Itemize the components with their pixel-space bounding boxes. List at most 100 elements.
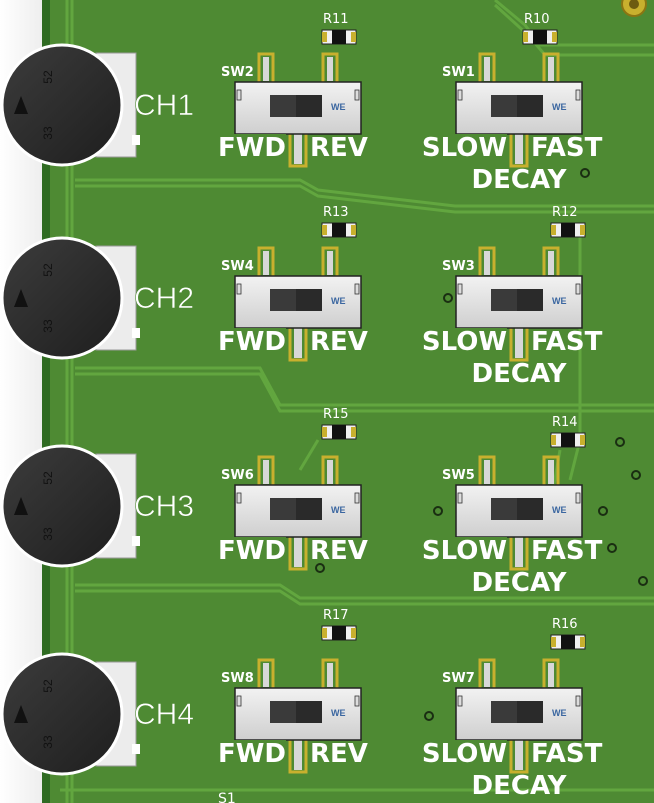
switch-slider[interactable] bbox=[296, 701, 322, 723]
manufacturer-logo: WE bbox=[331, 296, 346, 306]
switch-slider[interactable] bbox=[517, 701, 543, 723]
resistor-label: R14 bbox=[552, 415, 578, 430]
switch-ref-label: SW4 bbox=[221, 259, 254, 274]
switch-pin-lead bbox=[294, 537, 302, 567]
resistor-pad bbox=[351, 225, 356, 235]
switch-ref-label: SW7 bbox=[442, 671, 475, 686]
switch-right-label: REV bbox=[310, 133, 368, 163]
label-bg bbox=[415, 537, 507, 565]
knob-mark-bottom: 33 bbox=[41, 319, 55, 333]
switch-tab bbox=[354, 89, 360, 101]
switch-ref-label: SW3 bbox=[442, 259, 475, 274]
switch-pin-lead bbox=[548, 460, 554, 484]
switch-pin-lead bbox=[263, 460, 269, 484]
knob-mark-top: 52 bbox=[41, 70, 55, 84]
decay-caption: DECAY bbox=[472, 359, 568, 389]
switch-left-label: FWD bbox=[218, 327, 286, 357]
switch-right-label: FAST bbox=[531, 536, 603, 566]
resistor-pad bbox=[552, 32, 557, 42]
switch-pin-lead bbox=[515, 328, 523, 358]
vias bbox=[315, 168, 648, 721]
switch-tab bbox=[236, 89, 242, 101]
housing-tab bbox=[132, 536, 140, 546]
switch-left-label: SLOW bbox=[422, 536, 507, 566]
footer-ref: S1 bbox=[218, 791, 236, 803]
knob-mark-bottom: 33 bbox=[41, 126, 55, 140]
resistor-pad bbox=[351, 628, 356, 638]
copper-traces bbox=[60, 0, 654, 803]
switch-slider[interactable] bbox=[517, 498, 543, 520]
switch-slider[interactable] bbox=[296, 95, 322, 117]
knob-mark-bottom: 33 bbox=[41, 527, 55, 541]
rotary-knob[interactable] bbox=[0, 652, 124, 776]
knob-arrow-icon bbox=[14, 96, 28, 114]
channel-label: CH1 bbox=[134, 89, 194, 122]
resistor-body bbox=[332, 626, 346, 640]
housing-tab bbox=[132, 744, 140, 754]
switch-slider[interactable] bbox=[296, 289, 322, 311]
label-bg bbox=[212, 328, 286, 356]
switch-slider[interactable] bbox=[517, 95, 543, 117]
switch-pin-lead bbox=[484, 251, 490, 275]
switch-pin-lead bbox=[548, 57, 554, 81]
switch-right-label: FAST bbox=[531, 739, 603, 769]
knob-mark-top: 52 bbox=[41, 471, 55, 485]
label-bg bbox=[415, 328, 507, 356]
resistor-label: R16 bbox=[552, 617, 578, 632]
switch-tab bbox=[236, 283, 242, 295]
switch-pin-lead bbox=[515, 740, 523, 770]
resistor-label: R11 bbox=[323, 12, 349, 27]
switch-slider[interactable] bbox=[296, 498, 322, 520]
resistor-pad bbox=[551, 637, 556, 647]
switch-slider[interactable] bbox=[517, 289, 543, 311]
manufacturer-logo: WE bbox=[331, 505, 346, 515]
switch-tab bbox=[457, 283, 463, 295]
knob-arrow-icon bbox=[14, 289, 28, 307]
resistor-body bbox=[561, 223, 575, 237]
mounting-hole bbox=[629, 0, 639, 9]
switch-tab bbox=[354, 492, 360, 504]
switch-right-label: FAST bbox=[531, 133, 603, 163]
knob-mark-top: 52 bbox=[41, 679, 55, 693]
manufacturer-logo: WE bbox=[552, 708, 567, 718]
switch-tab bbox=[236, 695, 242, 707]
rotary-knob[interactable] bbox=[0, 236, 124, 360]
manufacturer-logo: WE bbox=[552, 102, 567, 112]
switch-right-label: REV bbox=[310, 739, 368, 769]
resistor-body bbox=[561, 635, 575, 649]
decay-caption: DECAY bbox=[472, 771, 568, 801]
resistor-pad bbox=[322, 628, 327, 638]
switch-ref-label: SW6 bbox=[221, 468, 254, 483]
knob-arrow-icon bbox=[14, 497, 28, 515]
switch-pin-lead bbox=[263, 663, 269, 687]
pcb-edge bbox=[42, 0, 50, 803]
switch-tab bbox=[354, 283, 360, 295]
switch-tab bbox=[575, 695, 581, 707]
resistor-pad bbox=[351, 427, 356, 437]
switch-pin-lead bbox=[294, 328, 302, 358]
switch-pin-lead bbox=[263, 251, 269, 275]
resistor-label: R10 bbox=[524, 12, 550, 27]
switch-left-label: FWD bbox=[218, 739, 286, 769]
switch-tab bbox=[457, 695, 463, 707]
rotary-knob[interactable] bbox=[0, 444, 124, 568]
switch-ref-label: SW5 bbox=[442, 468, 475, 483]
resistor-body bbox=[561, 433, 575, 447]
switch-tab bbox=[575, 89, 581, 101]
switch-tab bbox=[354, 695, 360, 707]
rotary-knob[interactable] bbox=[0, 43, 124, 167]
switch-left-label: FWD bbox=[218, 133, 286, 163]
switch-pin-lead bbox=[294, 134, 302, 164]
switch-pin-lead bbox=[294, 740, 302, 770]
label-bg bbox=[212, 134, 286, 162]
switch-pin-lead bbox=[484, 460, 490, 484]
switch-tab bbox=[575, 283, 581, 295]
resistor-body bbox=[332, 223, 346, 237]
resistor-pad bbox=[351, 32, 356, 42]
label-bg bbox=[212, 537, 286, 565]
resistor-pad bbox=[551, 225, 556, 235]
resistor-pad bbox=[322, 225, 327, 235]
